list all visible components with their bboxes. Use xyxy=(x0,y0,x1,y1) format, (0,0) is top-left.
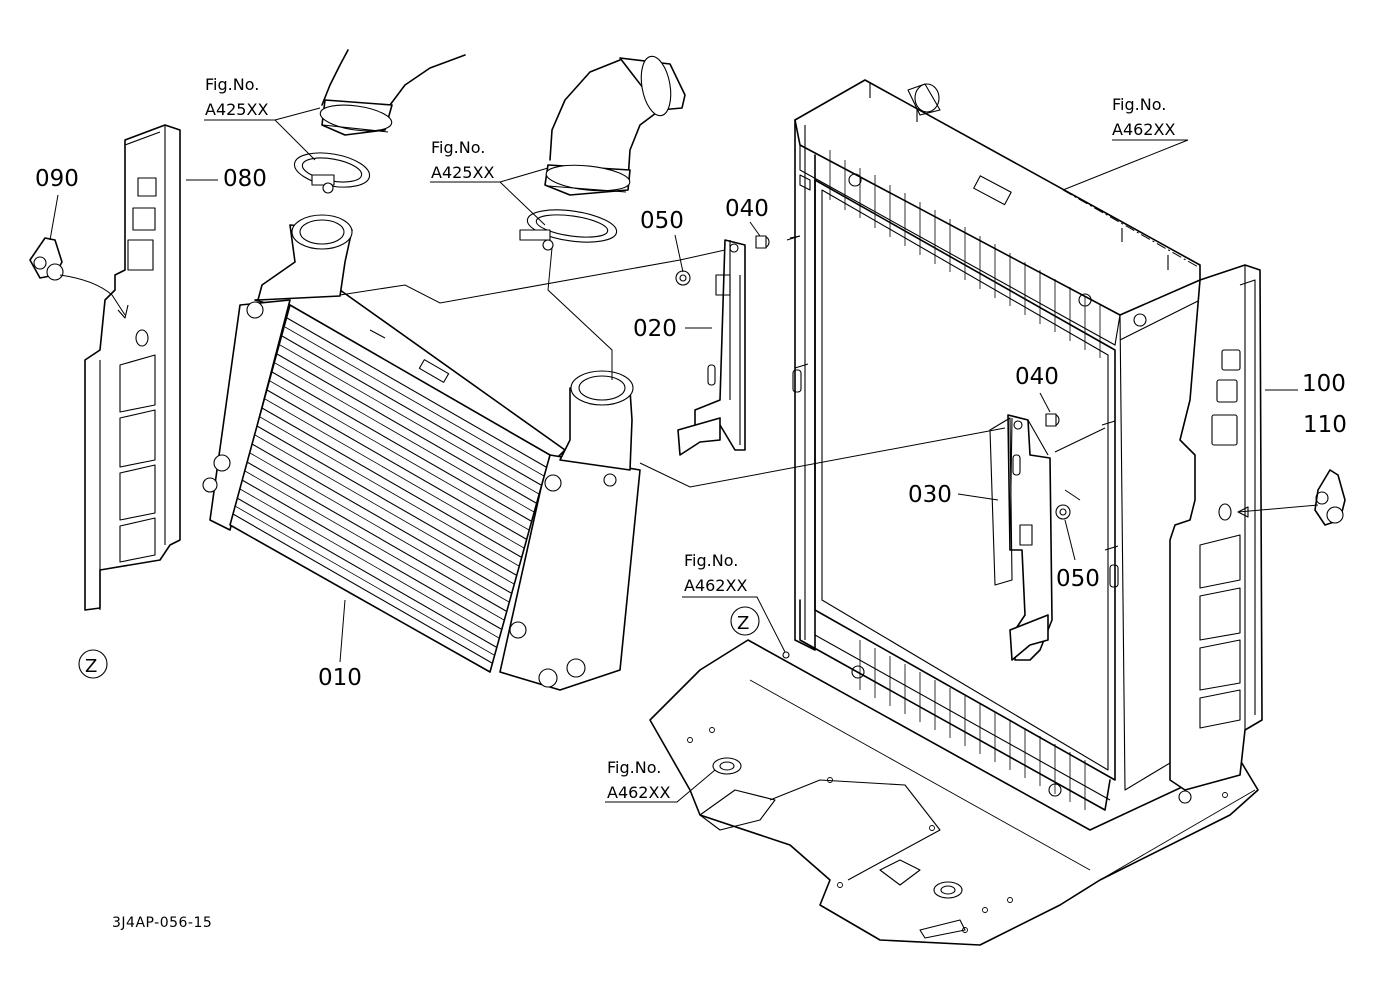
clip-110 xyxy=(1314,469,1346,526)
fig-ref-5-number: A462XX xyxy=(607,783,670,802)
label-020: 020 xyxy=(633,316,677,342)
label-090: 090 xyxy=(35,166,79,192)
label-110: 110 xyxy=(1303,412,1347,438)
fig-ref-1-number: A425XX xyxy=(205,100,268,119)
part-labels: 090 080 010 050 040 020 040 030 050 100 … xyxy=(35,166,1347,691)
label-050-upper: 050 xyxy=(640,208,684,234)
intercooler-010 xyxy=(202,214,641,691)
label-040-upper: 040 xyxy=(725,196,769,222)
fasteners xyxy=(675,235,1071,520)
label-040-lower: 040 xyxy=(1015,364,1059,390)
side-panel-080 xyxy=(84,124,181,611)
fig-ref-3-label: Fig.No. xyxy=(1112,95,1166,114)
figure-references: Fig.No. A425XX Fig.No. A425XX Fig.No. A4… xyxy=(205,75,1175,802)
hoses xyxy=(293,49,686,251)
fig-ref-2-label: Fig.No. xyxy=(431,138,485,157)
drawing-code: 3J4AP-056-15 xyxy=(112,915,212,931)
view-marker-z-right xyxy=(730,606,760,636)
label-030: 030 xyxy=(908,482,952,508)
view-marker-z-left xyxy=(78,649,108,679)
label-080: 080 xyxy=(223,166,267,192)
fig-ref-4-number: A462XX xyxy=(684,576,747,595)
label-100: 100 xyxy=(1302,371,1346,397)
bracket-020 xyxy=(677,239,746,456)
label-010: 010 xyxy=(318,665,362,691)
leader-lines xyxy=(49,107,1319,803)
view-marker-z-right-text: Z xyxy=(737,613,749,634)
radiator-assembly xyxy=(786,79,1201,811)
core-fins xyxy=(232,317,547,664)
label-050-lower: 050 xyxy=(1056,566,1100,592)
clip-090 xyxy=(29,237,129,319)
fig-ref-1-label: Fig.No. xyxy=(205,75,259,94)
fig-ref-5-label: Fig.No. xyxy=(607,758,661,777)
bracket-030 xyxy=(989,414,1053,661)
view-marker-z-left-text: Z xyxy=(85,656,97,677)
fig-ref-2-number: A425XX xyxy=(431,163,494,182)
fig-ref-4-label: Fig.No. xyxy=(684,551,738,570)
base-plate xyxy=(649,639,1259,946)
fig-ref-3-number: A462XX xyxy=(1112,120,1175,139)
side-panel-100 xyxy=(1169,264,1263,791)
